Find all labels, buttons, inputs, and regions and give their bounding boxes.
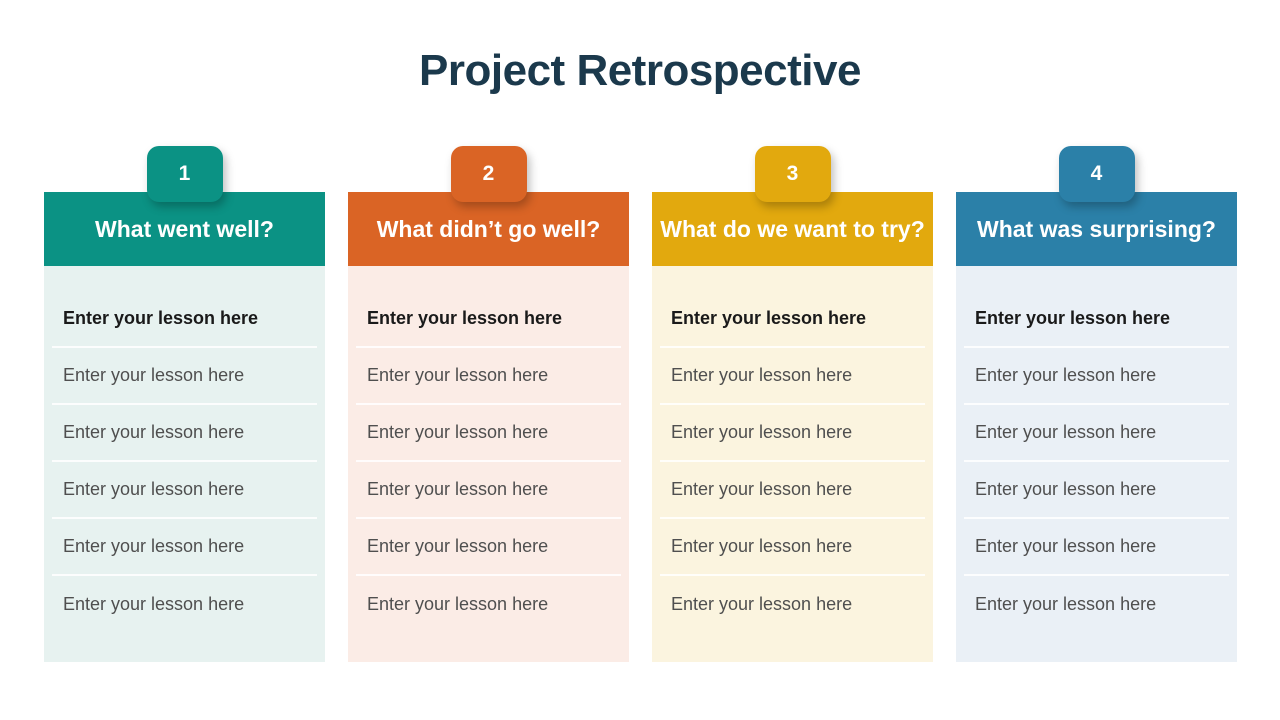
lesson-row[interactable]: Enter your lesson here: [356, 462, 621, 519]
lesson-placeholder: Enter your lesson here: [63, 422, 245, 442]
lesson-placeholder: Enter your lesson here: [671, 536, 853, 556]
column-question: What do we want to try?: [660, 215, 925, 242]
lesson-row[interactable]: Enter your lesson here: [660, 576, 925, 633]
lesson-row[interactable]: Enter your lesson here: [660, 348, 925, 405]
lesson-row[interactable]: Enter your lesson here: [964, 291, 1229, 348]
retrospective-board: 1 What went well? Enter your lesson here…: [44, 146, 1237, 662]
lesson-row[interactable]: Enter your lesson here: [52, 462, 317, 519]
lesson-row[interactable]: Enter your lesson here: [356, 576, 621, 633]
column-what-went-well: 1 What went well? Enter your lesson here…: [44, 146, 325, 662]
lesson-placeholder: Enter your lesson here: [671, 479, 853, 499]
lesson-row[interactable]: Enter your lesson here: [356, 291, 621, 348]
lesson-placeholder: Enter your lesson here: [975, 594, 1157, 614]
lesson-row[interactable]: Enter your lesson here: [356, 405, 621, 462]
lesson-placeholder: Enter your lesson here: [63, 479, 245, 499]
lesson-placeholder: Enter your lesson here: [63, 308, 259, 328]
step-number: 4: [1090, 162, 1103, 185]
lesson-placeholder: Enter your lesson here: [975, 308, 1171, 328]
step-number: 2: [482, 162, 495, 185]
lesson-row[interactable]: Enter your lesson here: [52, 348, 317, 405]
step-number-badge: 2: [450, 146, 527, 202]
column-body: Enter your lesson here Enter your lesson…: [44, 266, 325, 662]
column-what-was-surprising: 4 What was surprising? Enter your lesson…: [956, 146, 1237, 662]
lesson-placeholder: Enter your lesson here: [671, 308, 867, 328]
column-question: What went well?: [95, 215, 274, 242]
lesson-placeholder: Enter your lesson here: [367, 422, 549, 442]
lesson-placeholder: Enter your lesson here: [367, 536, 549, 556]
column-header: What do we want to try?: [652, 192, 933, 266]
step-number-badge: 3: [754, 146, 831, 202]
lesson-placeholder: Enter your lesson here: [975, 365, 1157, 385]
lesson-row[interactable]: Enter your lesson here: [356, 519, 621, 576]
lesson-placeholder: Enter your lesson here: [63, 536, 245, 556]
step-number-badge: 4: [1058, 146, 1135, 202]
lesson-row[interactable]: Enter your lesson here: [964, 462, 1229, 519]
page-title: Project Retrospective: [419, 46, 861, 95]
lesson-placeholder: Enter your lesson here: [367, 479, 549, 499]
lesson-placeholder: Enter your lesson here: [367, 308, 563, 328]
lesson-placeholder: Enter your lesson here: [367, 365, 549, 385]
lesson-placeholder: Enter your lesson here: [63, 594, 245, 614]
lesson-row[interactable]: Enter your lesson here: [660, 519, 925, 576]
lesson-row[interactable]: Enter your lesson here: [52, 291, 317, 348]
lesson-placeholder: Enter your lesson here: [367, 594, 549, 614]
column-body: Enter your lesson here Enter your lesson…: [652, 266, 933, 662]
lesson-row[interactable]: Enter your lesson here: [52, 576, 317, 633]
lesson-placeholder: Enter your lesson here: [975, 479, 1157, 499]
column-question: What was surprising?: [977, 215, 1216, 242]
step-number: 3: [786, 162, 799, 185]
lesson-row[interactable]: Enter your lesson here: [356, 348, 621, 405]
lesson-placeholder: Enter your lesson here: [63, 365, 245, 385]
lesson-row[interactable]: Enter your lesson here: [660, 291, 925, 348]
column-header: What went well?: [44, 192, 325, 266]
column-what-to-try: 3 What do we want to try? Enter your les…: [652, 146, 933, 662]
column-header: What didn’t go well?: [348, 192, 629, 266]
step-number-badge: 1: [146, 146, 223, 202]
column-body: Enter your lesson here Enter your lesson…: [956, 266, 1237, 662]
lesson-row[interactable]: Enter your lesson here: [964, 519, 1229, 576]
lesson-placeholder: Enter your lesson here: [975, 422, 1157, 442]
column-what-didnt-go-well: 2 What didn’t go well? Enter your lesson…: [348, 146, 629, 662]
lesson-row[interactable]: Enter your lesson here: [964, 348, 1229, 405]
lesson-placeholder: Enter your lesson here: [975, 536, 1157, 556]
column-body: Enter your lesson here Enter your lesson…: [348, 266, 629, 662]
lesson-row[interactable]: Enter your lesson here: [660, 462, 925, 519]
lesson-row[interactable]: Enter your lesson here: [52, 405, 317, 462]
step-number: 1: [178, 162, 191, 185]
lesson-row[interactable]: Enter your lesson here: [52, 519, 317, 576]
lesson-row[interactable]: Enter your lesson here: [964, 405, 1229, 462]
lesson-placeholder: Enter your lesson here: [671, 594, 853, 614]
column-header: What was surprising?: [956, 192, 1237, 266]
column-question: What didn’t go well?: [376, 215, 601, 242]
lesson-placeholder: Enter your lesson here: [671, 422, 853, 442]
lesson-row[interactable]: Enter your lesson here: [964, 576, 1229, 633]
lesson-placeholder: Enter your lesson here: [671, 365, 853, 385]
lesson-row[interactable]: Enter your lesson here: [660, 405, 925, 462]
